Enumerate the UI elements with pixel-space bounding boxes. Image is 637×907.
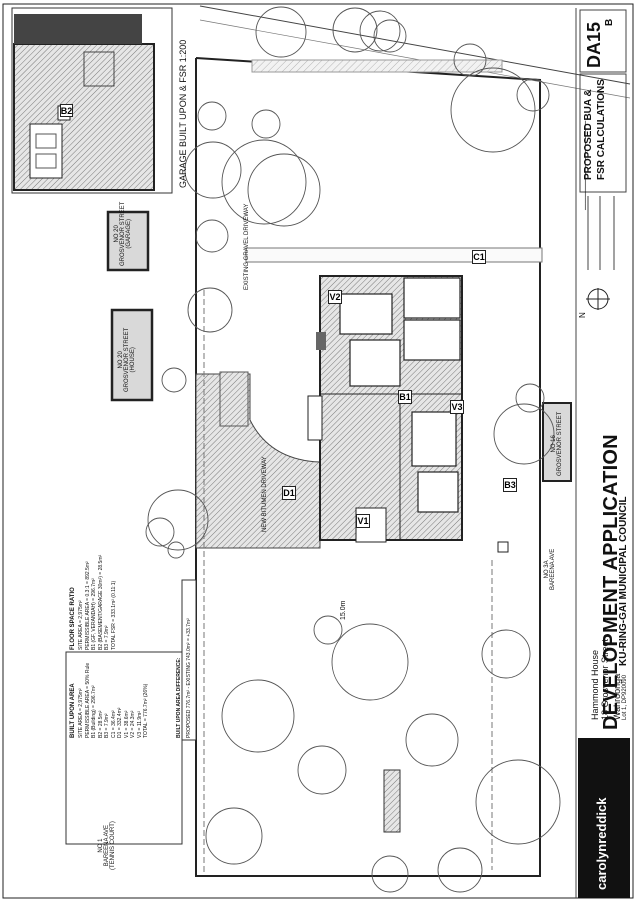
setback-label: 15.0m (340, 600, 347, 620)
neighbour-house-box (110, 308, 154, 402)
tag-b1: B1 (398, 390, 412, 404)
council-name: KU-RING-GAI MUNICIPAL COUNCIL (618, 496, 629, 666)
neighbour-garage-box (106, 210, 150, 272)
project-name: Hammond House (590, 649, 600, 720)
built-upon-table-frame (65, 651, 183, 845)
project-suburb: Wahroonga (612, 673, 622, 720)
garage-car-1 (29, 123, 63, 179)
fsr-title: FLOOR SPACE RATIO (70, 587, 76, 650)
firm-logo-block (578, 738, 630, 898)
bua-difference-title: BUILT UPON AREA DIFFERENCE: (176, 657, 182, 738)
title-block (575, 8, 627, 898)
house-footprint (307, 275, 463, 543)
neighbour-garage-label: NO 20 GROSVENOR STREET (GARAGE) (114, 201, 132, 266)
bua-line: TOTAL = 776.7m² (26%) (143, 683, 149, 738)
existing-driveway-label: EXISTING GRAVEL DRIVEWAY (244, 203, 250, 290)
tag-v2: V2 (328, 290, 342, 304)
project-address: 18 Grosvenor Street (600, 638, 610, 720)
tag-v1: V1 (356, 514, 370, 528)
project-lot: Lot 1, DP920090 (622, 674, 628, 720)
tag-b2: B2 (60, 104, 73, 117)
neighbour-no3a-label: NO 3A BAREENA AVE (544, 548, 556, 590)
north-arrow-icon (586, 288, 610, 310)
new-driveway-label: NEW BITUMEN DRIVEWAY (262, 456, 268, 532)
neighbour-house-label: NO 20 GROSVENOR STREET (HOUSE) (118, 327, 136, 392)
drawing-number: DA15 (584, 21, 604, 68)
fsr-lines: SITE AREA = 2,975m² PERMISSIBLE AREA = 0… (78, 555, 117, 650)
garage-wall (14, 14, 142, 44)
tag-v3: V3 (450, 400, 464, 414)
pit-square (497, 541, 509, 553)
sheet-frame (2, 3, 634, 899)
neighbour-no16-label: NO 16 GROSVENOR STREET (551, 411, 563, 476)
difference-frame (181, 579, 197, 741)
neighbour-no16-box (542, 402, 572, 482)
garage-detail-title: GARAGE BUILT UPON & FSR 1:200 (178, 39, 188, 188)
lower-paving (383, 769, 401, 833)
tag-d1: D1 (282, 486, 296, 500)
bua-lines: SITE AREA = 2,975m² PERMISSIBLE AREA = 5… (78, 663, 150, 738)
revision-letter: B (604, 18, 615, 26)
fsr-line: TOTAL FSR = 333.1m² (0.11:1) (110, 580, 117, 650)
neighbour-no1-label: NO 1 BAREENA AVE (TENNIS COURT) (98, 821, 116, 870)
bua-title: BUILT UPON AREA (70, 683, 76, 738)
drawing-title-line1: PROPOSED BUA & (583, 89, 594, 180)
bua-difference: PROPOSED 776.7m² - EXISTING 743.0m² = +3… (186, 618, 192, 738)
rear-strip (251, 59, 503, 73)
drawing-title-line2: FSR CALCULATIONS (596, 79, 607, 180)
tag-c1: C1 (472, 250, 486, 264)
tag-b3: B3 (503, 478, 517, 492)
new-driveway-hatch (195, 373, 321, 549)
existing-driveway-strip (245, 247, 543, 263)
trees (145, 6, 561, 893)
north-label: N (578, 312, 587, 318)
firm-logo: carolynreddick (594, 797, 609, 891)
garage-detail (11, 7, 173, 194)
